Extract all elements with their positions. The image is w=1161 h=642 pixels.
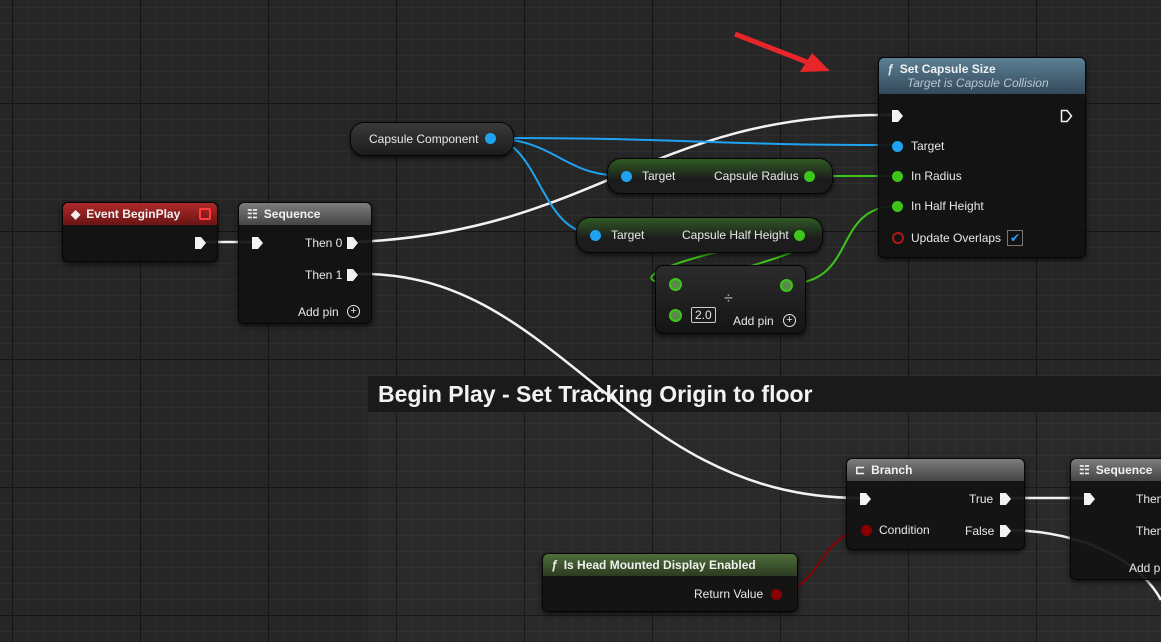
sequence-icon: ☷	[1079, 463, 1090, 477]
branch-condition-label: Condition	[879, 523, 930, 537]
return-value-label: Return Value	[694, 587, 764, 601]
update-overlaps-label: Update Overlaps	[911, 231, 1002, 245]
sequence-1-header[interactable]: ☷ Sequence	[239, 203, 371, 225]
capsule-half-height-label: Capsule Half Height	[682, 228, 789, 242]
update-overlaps-checkbox[interactable]: ✔	[1007, 230, 1023, 246]
in-half-height-label: In Half Height	[911, 199, 984, 213]
then0-pin[interactable]	[346, 236, 359, 250]
sequence-2-exec-in-pin[interactable]	[1083, 492, 1096, 506]
set-target-label: Target	[911, 139, 945, 153]
set-capsule-size-subtitle: Target is Capsule Collision	[907, 76, 1049, 90]
capsule-half-height-out-pin[interactable]	[794, 230, 805, 241]
capsule-radius-out-pin[interactable]	[804, 171, 815, 182]
exec-wire-then1-branch	[357, 272, 861, 500]
then0-label: Then 0	[305, 236, 343, 250]
sequence-node-1[interactable]: ☷ Sequence Then 0 Then 1 Add pin +	[238, 202, 372, 324]
capsule-component-node[interactable]: Capsule Component	[350, 122, 514, 156]
set-capsule-size-header[interactable]: ƒ Set Capsule Size Target is Capsule Col…	[879, 58, 1085, 94]
halfheight-target-in-pin[interactable]	[590, 230, 601, 241]
sequence-node-2[interactable]: ☷ Sequence Then Then Add p	[1070, 458, 1161, 580]
divide-symbol: ÷	[724, 290, 733, 307]
divide-add-pin-label[interactable]: Add pin	[733, 314, 774, 328]
annotation-arrow	[734, 31, 813, 67]
sequence-2-then0-label: Then	[1136, 492, 1161, 506]
radius-target-in-pin[interactable]	[621, 171, 632, 182]
sequence-2-title: Sequence	[1095, 463, 1153, 477]
set-capsule-size-title: Set Capsule Size	[899, 62, 996, 76]
capsule-component-out-pin[interactable]	[485, 133, 496, 144]
divide-in-b-pin[interactable]	[669, 309, 682, 322]
divide-out-pin[interactable]	[780, 279, 793, 292]
branch-title: Branch	[871, 463, 913, 477]
branch-true-pin[interactable]	[999, 492, 1012, 506]
divide-node[interactable]: ÷ 2.0 Add pin +	[655, 265, 806, 334]
event-beginplay-node[interactable]: ◆ Event BeginPlay	[62, 202, 218, 262]
sequence-2-then1-label: Then	[1136, 524, 1161, 538]
set-target-pin[interactable]	[892, 141, 903, 152]
function-icon: ƒ	[551, 558, 558, 572]
branch-header[interactable]: ⊏ Branch	[847, 459, 1024, 481]
capsule-radius-label: Capsule Radius	[714, 169, 799, 183]
halfheight-target-label: Target	[611, 228, 645, 242]
set-capsule-size-node[interactable]: ƒ Set Capsule Size Target is Capsule Col…	[878, 57, 1086, 258]
set-capsule-exec-out-pin[interactable]	[1060, 109, 1073, 123]
sequence-icon: ☷	[247, 207, 258, 221]
return-value-pin[interactable]	[771, 589, 782, 600]
sequence-1-exec-in-pin[interactable]	[251, 236, 264, 250]
in-half-height-pin[interactable]	[892, 201, 903, 212]
divide-value-input[interactable]: 2.0	[691, 307, 716, 323]
set-capsule-exec-in-pin[interactable]	[891, 109, 904, 123]
sequence-2-add-pin-label[interactable]: Add p	[1129, 561, 1161, 575]
branch-exec-in-pin[interactable]	[859, 492, 872, 506]
divide-in-a-pin[interactable]	[669, 278, 682, 291]
event-beginplay-header[interactable]: ◆ Event BeginPlay	[63, 203, 217, 225]
in-radius-label: In Radius	[911, 169, 962, 183]
add-pin-label[interactable]: Add pin	[298, 305, 339, 319]
function-icon: ƒ	[887, 62, 894, 76]
get-capsule-half-height-node[interactable]: Target Capsule Half Height	[576, 217, 823, 253]
branch-true-label: True	[969, 492, 994, 506]
is-hmd-header[interactable]: ƒ Is Head Mounted Display Enabled	[543, 554, 797, 576]
in-radius-pin[interactable]	[892, 171, 903, 182]
sequence-2-header[interactable]: ☷ Sequence	[1071, 459, 1161, 481]
sequence-1-title: Sequence	[263, 207, 321, 221]
is-hmd-enabled-node[interactable]: ƒ Is Head Mounted Display Enabled Return…	[542, 553, 798, 612]
delegate-pin-icon[interactable]	[199, 208, 211, 220]
float-wire-divide-setcapsule	[785, 205, 899, 285]
then1-label: Then 1	[305, 268, 343, 282]
is-hmd-title: Is Head Mounted Display Enabled	[563, 558, 756, 572]
then1-pin[interactable]	[346, 268, 359, 282]
branch-false-label: False	[965, 524, 995, 538]
obj-wire-target-set	[489, 137, 897, 146]
branch-node[interactable]: ⊏ Branch True Condition False	[846, 458, 1025, 550]
event-beginplay-title: Event BeginPlay	[86, 207, 181, 221]
update-overlaps-pin[interactable]	[892, 232, 904, 244]
branch-false-pin[interactable]	[999, 524, 1012, 538]
annotation-arrow-head	[800, 53, 830, 72]
exec-out-pin[interactable]	[194, 236, 207, 250]
divide-add-pin-icon[interactable]: +	[783, 314, 796, 327]
capsule-component-label: Capsule Component	[369, 132, 479, 146]
event-diamond-icon: ◆	[71, 207, 81, 221]
radius-target-label: Target	[642, 169, 676, 183]
branch-condition-pin[interactable]	[861, 525, 872, 536]
get-capsule-radius-node[interactable]: Target Capsule Radius	[607, 158, 833, 194]
branch-icon: ⊏	[855, 463, 866, 477]
add-pin-icon[interactable]: +	[347, 305, 360, 318]
